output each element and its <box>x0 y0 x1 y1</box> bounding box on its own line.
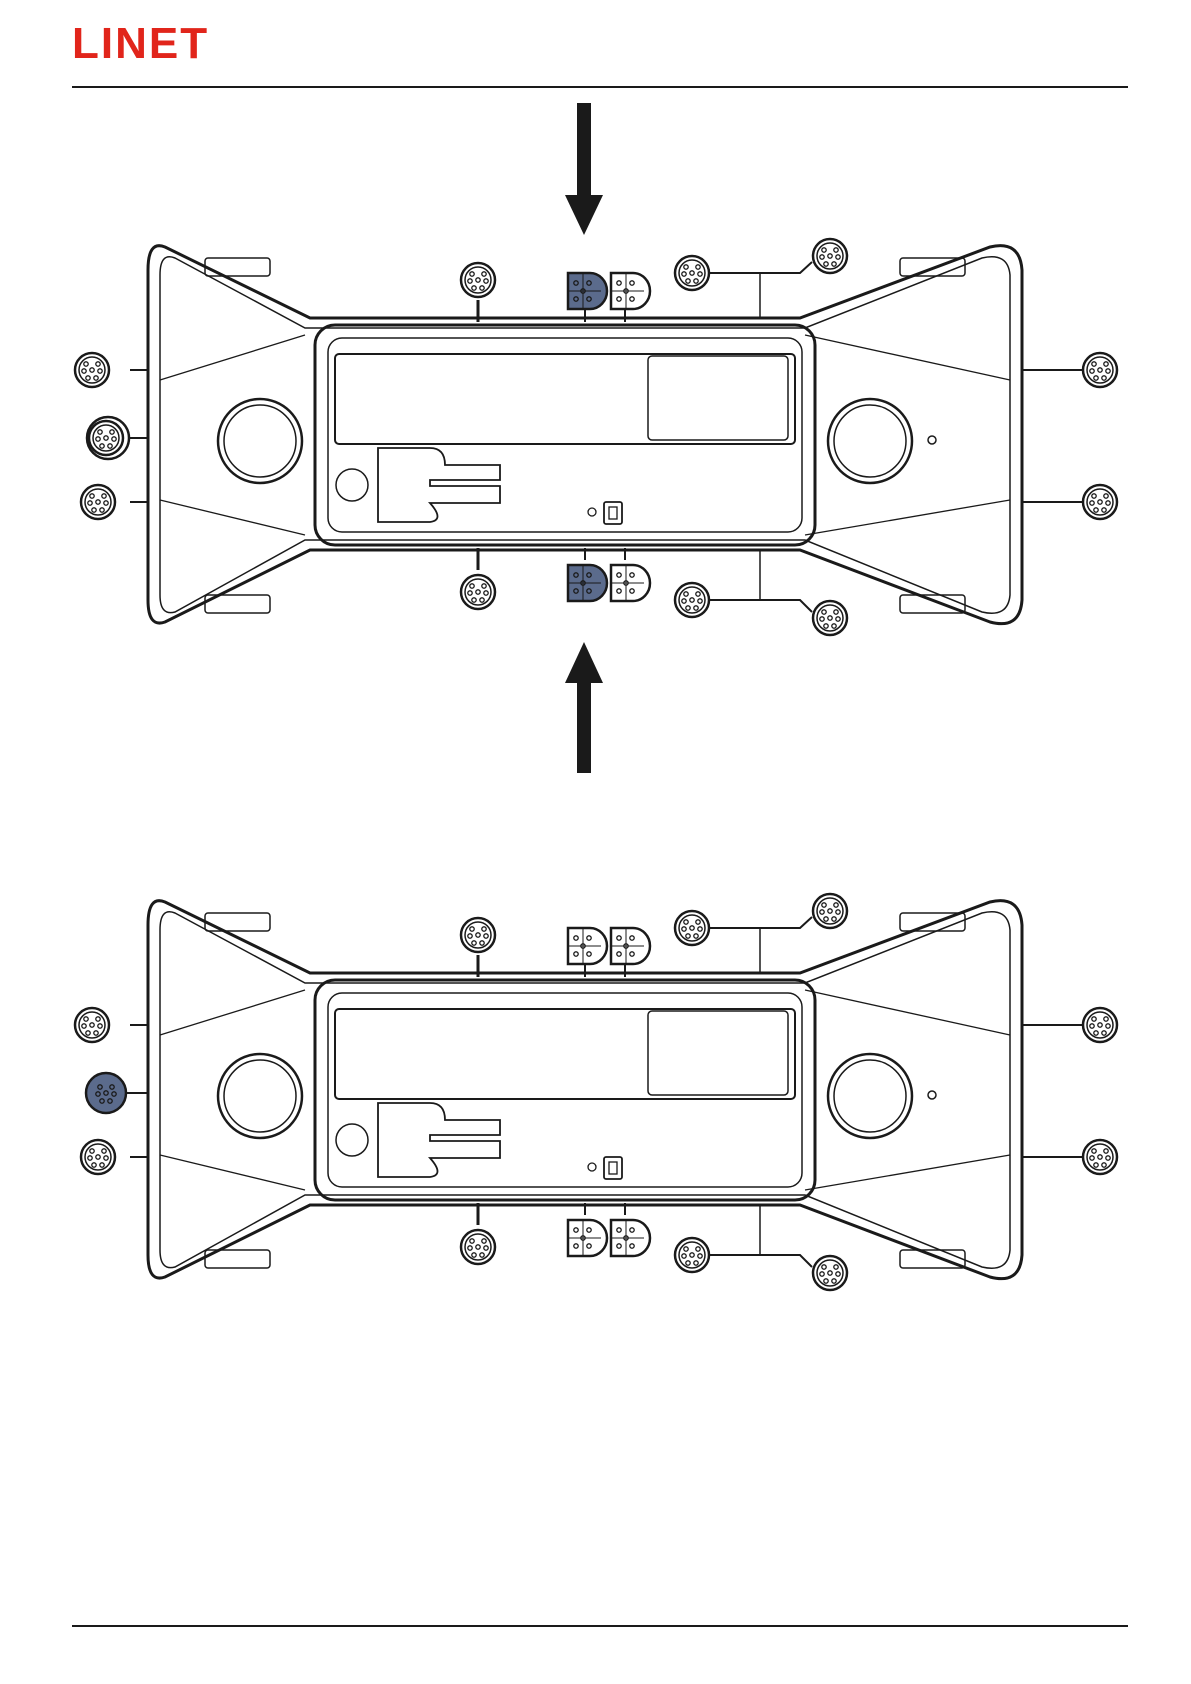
arrow-up-icon <box>565 642 603 773</box>
side-knob-left <box>87 417 148 459</box>
arrow-down-icon <box>565 103 603 235</box>
bed-figure-1 <box>75 103 1117 773</box>
pedal-top-left-highlighted <box>568 273 607 309</box>
bed-figure-2 <box>75 894 1117 1290</box>
pedal-bottom-left-highlighted <box>568 565 607 601</box>
side-knob-left-highlighted <box>86 1073 148 1113</box>
footer-rule <box>72 1625 1128 1627</box>
